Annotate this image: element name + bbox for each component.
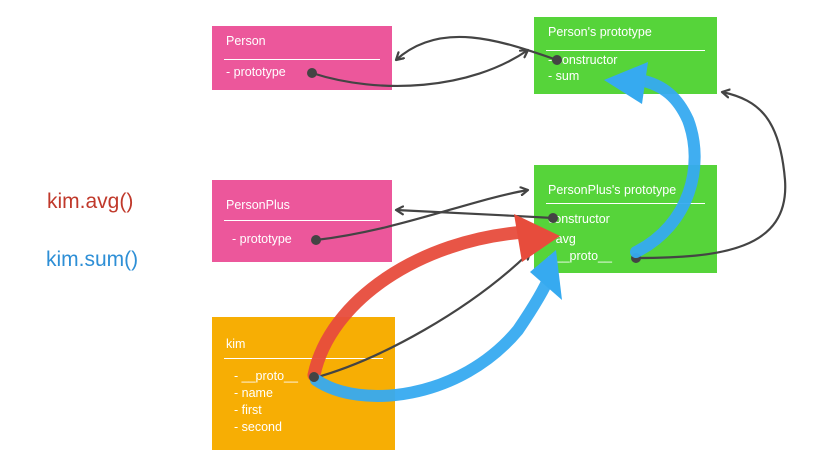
personplus-prototype-title: PersonPlus's prototype bbox=[548, 183, 677, 197]
person-constructor-link-arrow bbox=[396, 35, 558, 60]
person-prototype-title: Person's prototype bbox=[548, 25, 652, 39]
kim-first-field: - first bbox=[234, 403, 262, 417]
person-prototype-box: Person's prototype - constructor - sum bbox=[534, 17, 717, 94]
personplus-prototype-constructor-field: constructor bbox=[548, 212, 610, 226]
kim-proto-field: - __proto__ bbox=[234, 369, 298, 383]
person-title: Person bbox=[226, 34, 266, 48]
personplus-prototype-proto-field: - __proto__ bbox=[548, 249, 612, 263]
divider bbox=[224, 358, 383, 359]
divider bbox=[224, 59, 380, 60]
person-prototype-field: - prototype bbox=[226, 65, 286, 79]
personplus-prototype-field: - prototype bbox=[232, 232, 292, 246]
person-prototype-sum-field: - sum bbox=[548, 69, 580, 83]
personplus-prototype-avg-field: - avg bbox=[548, 232, 576, 246]
kim-second-field: - second bbox=[234, 420, 282, 434]
personplus-box: PersonPlus - prototype bbox=[212, 180, 392, 262]
kim-sum-call-label: kim.sum() bbox=[46, 248, 139, 271]
kim-title: kim bbox=[226, 337, 246, 351]
divider bbox=[546, 203, 705, 204]
kim-name-field: - name bbox=[234, 386, 273, 400]
person-prototype-constructor-field: - constructor bbox=[548, 53, 618, 67]
kim-avg-call-label: kim.avg() bbox=[47, 190, 134, 213]
person-box: Person - prototype bbox=[212, 26, 392, 90]
personplus-title: PersonPlus bbox=[226, 198, 290, 212]
divider bbox=[224, 220, 380, 221]
kim-box: kim - __proto__ - name - first - second bbox=[212, 317, 395, 450]
divider bbox=[546, 50, 705, 51]
personplus-constructor-link-arrow bbox=[396, 210, 554, 220]
personplus-prototype-box: PersonPlus's prototype constructor - avg… bbox=[534, 165, 717, 273]
